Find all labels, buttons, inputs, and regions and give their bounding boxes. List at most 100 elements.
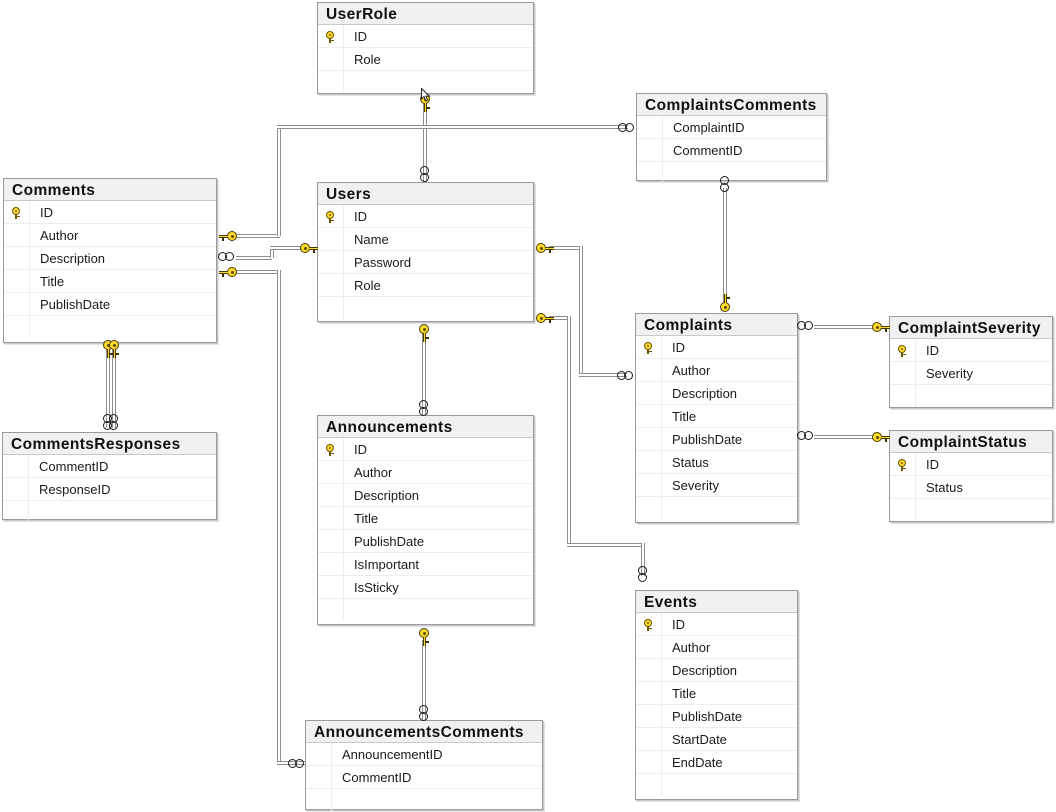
field-row[interactable]: ID xyxy=(318,438,533,461)
field-row[interactable]: Name xyxy=(318,228,533,251)
field-row[interactable]: ID xyxy=(636,336,797,359)
field-gutter xyxy=(636,636,662,658)
field-row[interactable]: ID xyxy=(318,205,533,228)
field-gutter xyxy=(318,228,344,250)
connector-announcements-anncomments xyxy=(422,640,426,720)
infinity-icon-complaints-many-status xyxy=(797,431,815,440)
field-row[interactable]: Author xyxy=(4,224,216,247)
field-row[interactable]: ID xyxy=(318,25,533,48)
field-row[interactable]: EndDate xyxy=(636,751,797,774)
field-row[interactable]: CommentID xyxy=(306,766,542,789)
infinity-icon-users-many xyxy=(420,166,429,184)
field-row[interactable]: Role xyxy=(318,274,533,297)
entity-title-announcements: Announcements xyxy=(318,416,533,438)
field-row[interactable]: Severity xyxy=(890,362,1052,385)
field-row-empty[interactable] xyxy=(318,71,533,93)
field-row[interactable]: Title xyxy=(318,507,533,530)
field-name: ID xyxy=(354,441,367,457)
mouse-cursor xyxy=(421,87,431,102)
field-row[interactable]: Title xyxy=(636,405,797,428)
field-gutter xyxy=(637,116,663,138)
field-row[interactable]: AnnouncementID xyxy=(306,743,542,766)
field-row[interactable]: Severity xyxy=(636,474,797,497)
field-row-empty[interactable] xyxy=(318,599,533,621)
field-row[interactable]: Title xyxy=(4,270,216,293)
field-name: Title xyxy=(672,685,697,701)
connector-comments-complaintscomments-b xyxy=(277,127,281,236)
field-row[interactable]: Status xyxy=(890,476,1052,499)
connector-complaintscomments-complaints xyxy=(723,188,727,306)
field-gutter xyxy=(636,359,662,381)
field-row[interactable]: CommentID xyxy=(3,455,216,478)
field-gutter xyxy=(318,251,344,273)
field-row[interactable]: IsSticky xyxy=(318,576,533,599)
field-row[interactable]: Title xyxy=(636,682,797,705)
field-row[interactable]: ID xyxy=(636,613,797,636)
field-row[interactable]: Password xyxy=(318,251,533,274)
field-name: Author xyxy=(672,362,711,378)
connector-comments-users-a xyxy=(236,256,272,260)
field-row[interactable]: PublishDate xyxy=(636,705,797,728)
field-row-empty[interactable] xyxy=(636,774,797,796)
field-row[interactable]: ComplaintID xyxy=(637,116,826,139)
field-row[interactable]: Description xyxy=(636,659,797,682)
primary-key-gutter xyxy=(890,339,916,361)
field-gutter xyxy=(318,530,344,552)
entity-title-complaintstatus: ComplaintStatus xyxy=(890,431,1052,453)
field-row-empty[interactable] xyxy=(306,789,542,811)
field-row[interactable]: Description xyxy=(318,484,533,507)
field-name: Author xyxy=(40,227,79,243)
field-row[interactable]: PublishDate xyxy=(4,293,216,316)
field-row-empty[interactable] xyxy=(890,385,1052,407)
key-icon xyxy=(642,618,655,631)
field-gutter xyxy=(637,162,663,184)
field-row[interactable]: Description xyxy=(4,247,216,270)
field-row[interactable]: Author xyxy=(318,461,533,484)
field-row-empty[interactable] xyxy=(637,162,826,184)
key-icon xyxy=(896,458,909,471)
field-name: ID xyxy=(354,28,367,44)
field-row[interactable]: Author xyxy=(636,359,797,382)
field-row-empty[interactable] xyxy=(3,501,216,523)
field-row[interactable]: ID xyxy=(890,453,1052,476)
field-row-empty[interactable] xyxy=(318,297,533,319)
field-gutter xyxy=(890,476,916,498)
entity-title-complaintscomments: ComplaintsComments xyxy=(637,94,826,116)
field-row[interactable]: ID xyxy=(890,339,1052,362)
field-row[interactable]: StartDate xyxy=(636,728,797,751)
field-name: EndDate xyxy=(672,754,723,770)
key-icon xyxy=(896,344,909,357)
field-gutter xyxy=(4,247,30,269)
field-row[interactable]: ID xyxy=(4,201,216,224)
field-row[interactable]: CommentID xyxy=(637,139,826,162)
field-name: Title xyxy=(672,408,697,424)
key-icon-complaintstatus-one xyxy=(872,431,890,443)
field-row[interactable]: Author xyxy=(636,636,797,659)
field-row[interactable]: IsImportant xyxy=(318,553,533,576)
field-row[interactable]: Description xyxy=(636,382,797,405)
field-row[interactable]: ResponseID xyxy=(3,478,216,501)
connector-users-complaints-a xyxy=(549,246,583,250)
field-row[interactable]: PublishDate xyxy=(318,530,533,553)
field-row[interactable]: Status xyxy=(636,451,797,474)
field-row[interactable]: PublishDate xyxy=(636,428,797,451)
field-row[interactable]: Role xyxy=(318,48,533,71)
field-row-empty[interactable] xyxy=(636,497,797,519)
field-row-empty[interactable] xyxy=(4,316,216,338)
field-gutter xyxy=(636,451,662,473)
field-row-empty[interactable] xyxy=(890,499,1052,521)
